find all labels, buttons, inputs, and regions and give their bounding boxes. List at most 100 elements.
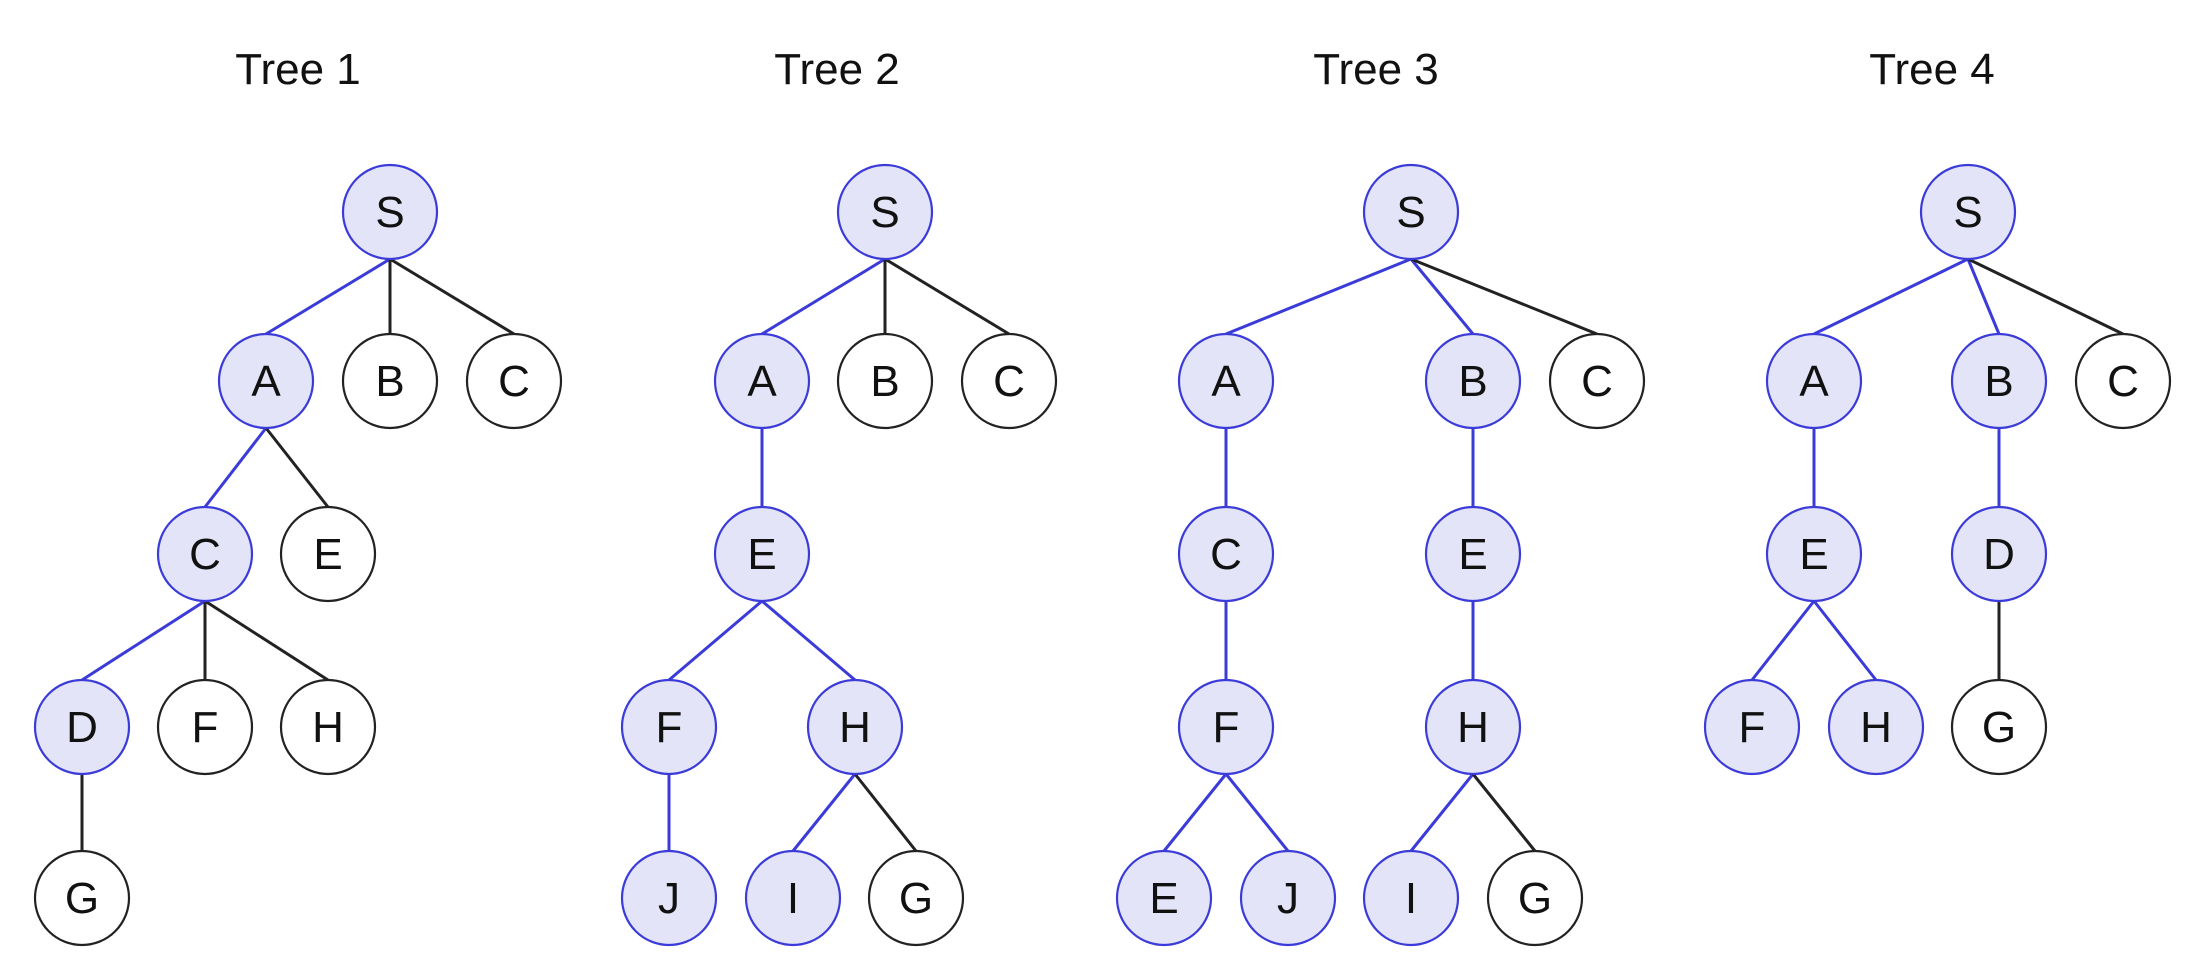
tree-node: D	[1950, 505, 2048, 603]
node-circle	[744, 849, 842, 947]
tree-edges	[80, 257, 2124, 852]
tree-node: C	[156, 505, 254, 603]
tree-edge	[265, 257, 391, 336]
tree-node: E	[1424, 505, 1522, 603]
node-circle	[836, 332, 934, 430]
node-label: F	[656, 703, 683, 752]
tree-node: S	[1919, 163, 2017, 261]
node-label: D	[1983, 530, 2015, 579]
tree-edge	[1225, 257, 1412, 336]
node-label: S	[870, 188, 899, 237]
node-label: S	[1396, 188, 1425, 237]
tree-titles: Tree 1 Tree 2 Tree 3 Tree 4	[235, 45, 1995, 94]
node-label: F	[1739, 703, 1766, 752]
node-label: B	[870, 357, 899, 406]
node-circle	[1486, 849, 1584, 947]
tree-4-title: Tree 4	[1869, 45, 1995, 94]
tree-3-title: Tree 3	[1313, 45, 1439, 94]
tree-node: G	[33, 849, 131, 947]
node-circle	[620, 849, 718, 947]
node-circle	[279, 678, 377, 776]
node-circle	[1362, 849, 1460, 947]
node-label: B	[1458, 357, 1487, 406]
node-circle	[806, 678, 904, 776]
node-label: A	[1211, 357, 1241, 406]
node-label: F	[1213, 703, 1240, 752]
tree-edge	[389, 257, 515, 336]
node-label: E	[747, 530, 776, 579]
tree-node: F	[1703, 678, 1801, 776]
node-label: C	[993, 357, 1025, 406]
tree-node: A	[1177, 332, 1275, 430]
node-label: B	[1984, 357, 2013, 406]
node-circle	[156, 678, 254, 776]
tree-node: H	[806, 678, 904, 776]
tree-1-title: Tree 1	[235, 45, 361, 94]
node-circle	[1703, 678, 1801, 776]
tree-node: B	[836, 332, 934, 430]
node-label: S	[375, 188, 404, 237]
tree-node: B	[1424, 332, 1522, 430]
tree-node: F	[156, 678, 254, 776]
tree-node: S	[836, 163, 934, 261]
tree-edge	[204, 599, 329, 682]
tree-edge	[884, 257, 1010, 336]
node-label: H	[1860, 703, 1892, 752]
tree-node: S	[1362, 163, 1460, 261]
node-label: C	[189, 530, 221, 579]
node-circle	[1177, 332, 1275, 430]
node-circle	[1177, 505, 1275, 603]
tree-node: I	[744, 849, 842, 947]
tree-edge	[1813, 257, 1969, 336]
node-label: D	[66, 703, 98, 752]
node-circle	[713, 505, 811, 603]
tree-node: E	[1115, 849, 1213, 947]
tree-edge	[81, 599, 206, 682]
node-circle	[1424, 678, 1522, 776]
node-circle	[867, 849, 965, 947]
node-circle	[1765, 505, 1863, 603]
tree-node: C	[1548, 332, 1646, 430]
tree-edge	[1410, 257, 1598, 336]
node-label: G	[1518, 874, 1552, 923]
node-circle	[33, 678, 131, 776]
tree-node: C	[960, 332, 1058, 430]
node-label: H	[1457, 703, 1489, 752]
node-label: E	[1149, 874, 1178, 923]
node-label: E	[1799, 530, 1828, 579]
tree-edge	[761, 257, 886, 336]
tree-edge	[791, 773, 857, 852]
tree-edge	[761, 599, 856, 682]
node-label: G	[899, 874, 933, 923]
node-circle	[341, 163, 439, 261]
node-label: E	[313, 530, 342, 579]
node-circle	[960, 332, 1058, 430]
node-circle	[33, 849, 131, 947]
tree-node: C	[1177, 505, 1275, 603]
node-circle	[1177, 678, 1275, 776]
node-label: A	[1799, 357, 1829, 406]
node-circle	[1827, 678, 1925, 776]
node-label: J	[1277, 874, 1299, 923]
node-circle	[1950, 678, 2048, 776]
node-label: F	[192, 703, 219, 752]
tree-node: G	[1486, 849, 1584, 947]
node-circle	[2074, 332, 2172, 430]
tree-node: C	[2074, 332, 2172, 430]
tree-node: F	[1177, 678, 1275, 776]
node-circle	[217, 332, 315, 430]
tree-edge	[203, 427, 268, 508]
tree-node: B	[1950, 332, 2048, 430]
tree-node: G	[1950, 678, 2048, 776]
tree-edge	[264, 427, 330, 508]
node-label: C	[2107, 357, 2139, 406]
node-circle	[1950, 505, 2048, 603]
node-circle	[620, 678, 718, 776]
tree-node: J	[620, 849, 718, 947]
node-circle	[1239, 849, 1337, 947]
tree-edge	[1162, 773, 1228, 852]
tree-node: A	[713, 332, 811, 430]
node-circle	[1424, 332, 1522, 430]
tree-node: G	[867, 849, 965, 947]
